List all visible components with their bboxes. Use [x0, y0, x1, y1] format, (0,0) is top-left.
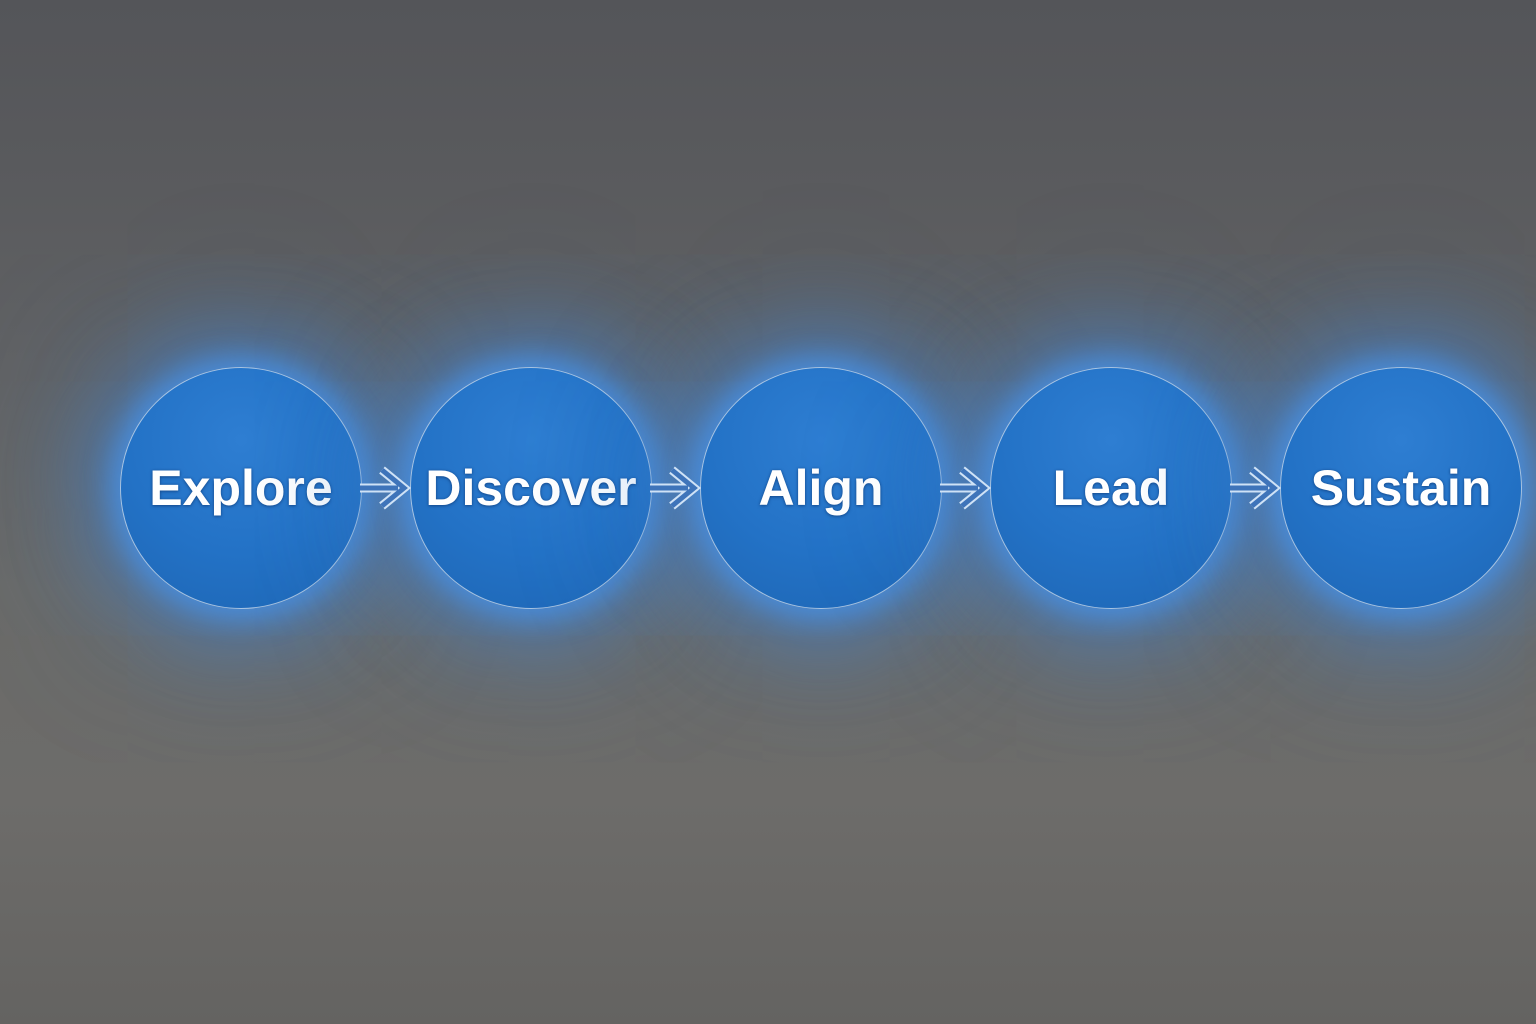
stage-circle-discover: Discover: [410, 367, 652, 609]
stage-circle-lead: Lead: [990, 367, 1232, 609]
stage-label-lead: Lead: [1052, 460, 1170, 516]
stage-label-explore: Explore: [149, 460, 333, 516]
arrow-right-icon: [650, 466, 702, 510]
arrow-right-icon: [940, 466, 992, 510]
connector-2: [650, 460, 702, 516]
stage-circle-sustain: Sustain: [1280, 367, 1522, 609]
stage-circle-align: Align: [700, 367, 942, 609]
stage-circle-explore: Explore: [120, 367, 362, 609]
process-flow: Explore Discover Align Lead Sust: [120, 367, 1522, 609]
connector-4: [1230, 460, 1282, 516]
connector-1: [360, 460, 412, 516]
stage-label-align: Align: [758, 460, 884, 516]
arrow-right-icon: [1230, 466, 1282, 510]
stage-label-discover: Discover: [425, 460, 637, 516]
connector-3: [940, 460, 992, 516]
arrow-right-icon: [360, 466, 412, 510]
stage-label-sustain: Sustain: [1310, 460, 1492, 516]
